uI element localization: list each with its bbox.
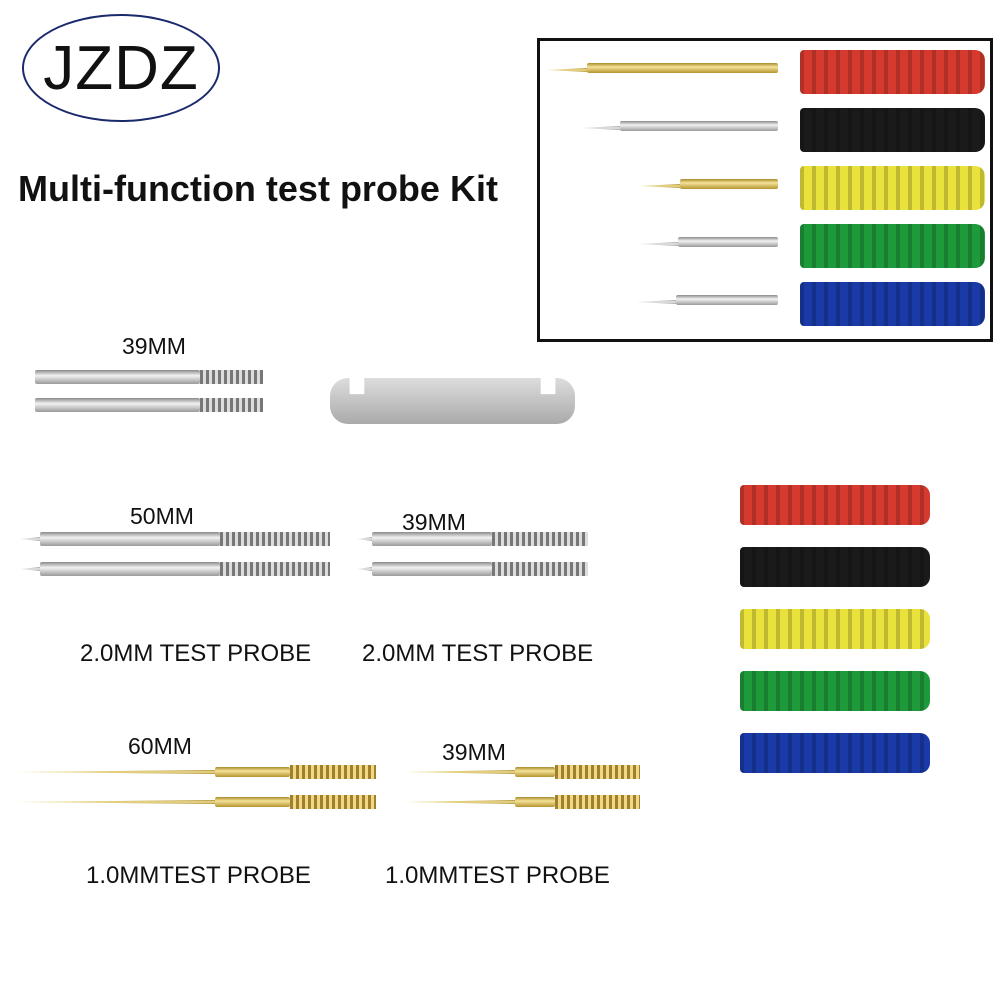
yellow-handle xyxy=(740,609,930,649)
blue-handle xyxy=(740,733,930,773)
gold-probe-tip xyxy=(15,800,215,804)
logo-text: JZDZ xyxy=(43,33,199,103)
green-handle xyxy=(740,671,930,711)
gold-probe-shaft xyxy=(215,767,290,777)
label-39mm-gold: 39MM xyxy=(442,739,506,765)
probe-thread xyxy=(220,562,330,576)
assembled-probe-tip xyxy=(638,242,678,246)
gold-probe-thread xyxy=(290,765,376,779)
probe-shaft xyxy=(372,532,492,546)
blue-assembled-handle xyxy=(800,282,985,326)
assembled-probe-shaft xyxy=(678,237,778,247)
assembled-probe-tip xyxy=(580,126,620,130)
gold-probe-shaft xyxy=(515,797,555,807)
probe-tip xyxy=(357,537,372,541)
probe-tip xyxy=(20,567,40,571)
assembled-probe-shaft xyxy=(676,295,778,305)
green-assembled-handle xyxy=(800,224,985,268)
probe-thread xyxy=(220,532,330,546)
black-handle xyxy=(740,547,930,587)
gold-probe-thread xyxy=(290,795,376,809)
probe-thread xyxy=(492,532,588,546)
probe-tip xyxy=(357,567,372,571)
gold-probe-thread xyxy=(555,765,640,779)
label-50mm: 50MM xyxy=(130,503,194,529)
short-pin-thread xyxy=(200,370,263,384)
red-assembled-handle xyxy=(800,50,985,94)
assembled-probe-shaft xyxy=(587,63,778,73)
black-assembled-handle xyxy=(800,108,985,152)
probe-shaft xyxy=(40,562,220,576)
gold-probe-tip xyxy=(405,770,515,774)
red-handle xyxy=(740,485,930,525)
caption-gold-probe: 1.0MMTEST PROBE xyxy=(86,862,311,889)
label-39mm-short: 39MM xyxy=(122,333,186,359)
wrench xyxy=(330,378,575,424)
probe-thread xyxy=(492,562,588,576)
probe-tip xyxy=(20,537,40,541)
caption-gold-probe: 1.0MMTEST PROBE xyxy=(385,862,610,889)
gold-probe-tip xyxy=(405,800,515,804)
yellow-assembled-handle xyxy=(800,166,985,210)
label-39mm-steel: 39MM xyxy=(402,509,466,535)
caption-steel-probe: 2.0MM TEST PROBE xyxy=(80,640,312,667)
gold-probe-tip xyxy=(15,770,215,774)
brand-logo: JZDZ xyxy=(22,14,220,122)
assembled-probe-tip xyxy=(640,184,680,188)
gold-probe-shaft xyxy=(515,767,555,777)
short-pin-thread xyxy=(200,398,263,412)
short-pin xyxy=(35,398,200,412)
probe-shaft xyxy=(372,562,492,576)
gold-probe-thread xyxy=(555,795,640,809)
assembled-probe-shaft xyxy=(620,121,778,131)
page-title: Multi-function test probe Kit xyxy=(18,168,498,209)
probe-shaft xyxy=(40,532,220,546)
assembled-probe-tip xyxy=(547,68,587,72)
gold-probe-shaft xyxy=(215,797,290,807)
assembled-probe-tip xyxy=(636,300,676,304)
caption-steel-probe: 2.0MM TEST PROBE xyxy=(362,640,594,667)
assembled-probe-shaft xyxy=(680,179,778,189)
short-pin xyxy=(35,370,200,384)
label-60mm: 60MM xyxy=(128,733,192,759)
